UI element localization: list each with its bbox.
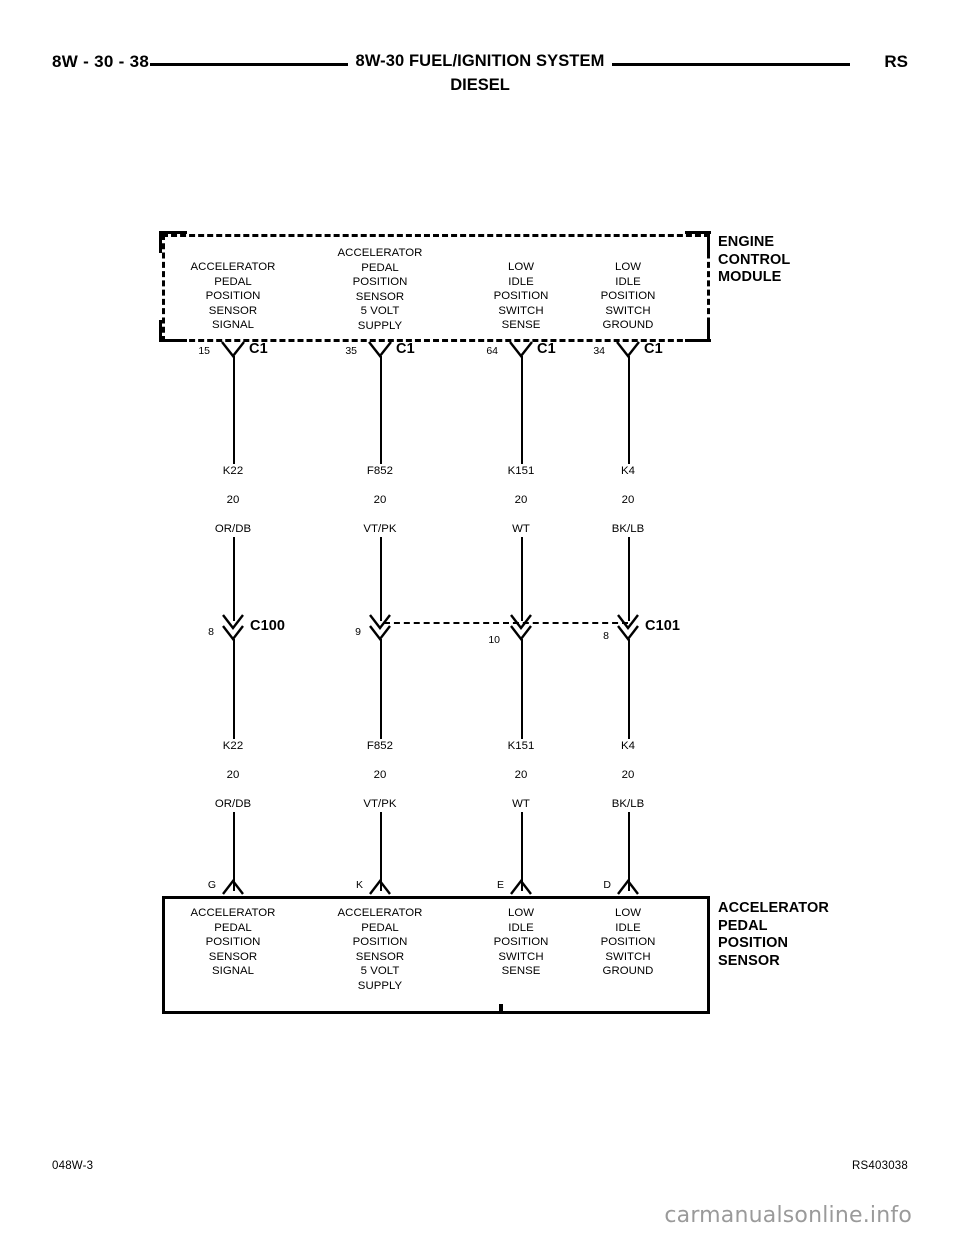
inline-connector-name-1: C100 bbox=[250, 618, 286, 634]
wire-id-upper-4: K4 20 BK/LB bbox=[578, 464, 678, 537]
model-code: RS bbox=[884, 52, 908, 71]
ecm-pin-number-3: 64 bbox=[486, 345, 498, 357]
ecm-pin-number-1: 15 bbox=[198, 345, 210, 357]
wire-id-lower-4-color: BK/LB bbox=[611, 798, 645, 811]
header-rule-right bbox=[612, 63, 850, 66]
drawing-number: 048W-3 bbox=[52, 1160, 94, 1172]
figure-number: RS403038 bbox=[852, 1160, 908, 1172]
ecm-corner-tl-h bbox=[161, 231, 187, 234]
ecm-corner-bl-h bbox=[161, 339, 187, 342]
ecm-pin-description-1: ACCELERATOR PEDAL POSITION SENSOR SIGNAL bbox=[190, 261, 276, 332]
ecm-pin-number-4: 34 bbox=[593, 345, 605, 357]
ecm-pin-description-4: LOW IDLE POSITION SWITCH GROUND bbox=[600, 261, 656, 332]
inline-connector-pin-number-4: 8 bbox=[603, 630, 609, 642]
engine-control-module-label: ENGINE CONTROL MODULE bbox=[718, 234, 791, 285]
ecm-connector-name-2: C1 bbox=[396, 341, 415, 357]
sensor-connector-chevron-4 bbox=[617, 879, 639, 895]
sensor-box-bottom-tick bbox=[499, 1004, 503, 1014]
inline-connector-pin-number-1: 8 bbox=[208, 626, 214, 638]
header-rule-left bbox=[150, 63, 348, 66]
page-subtitle: DIESEL bbox=[450, 76, 510, 94]
wire-id-lower-1-gauge: 20 bbox=[226, 769, 240, 782]
accelerator-pedal-position-sensor-box bbox=[162, 896, 710, 1014]
wire-id-upper-3-circuit: K151 bbox=[507, 465, 535, 477]
wire-id-upper-3-color: WT bbox=[512, 523, 530, 536]
inline-connector-chevron-4 bbox=[617, 613, 639, 641]
inline-connector-chevron-3 bbox=[510, 613, 532, 641]
sensor-pin-description-3: LOW IDLE POSITION SWITCH SENSE bbox=[493, 907, 549, 978]
inline-connector-chevron-1 bbox=[222, 613, 244, 641]
ecm-corner-tr-v bbox=[707, 231, 710, 253]
wire-id-lower-4-circuit: K4 bbox=[620, 740, 636, 752]
wire-id-lower-3: K151 20 WT bbox=[471, 739, 571, 812]
sensor-pin-letter-2: K bbox=[355, 879, 363, 891]
wire-id-upper-1-circuit: K22 bbox=[222, 465, 244, 477]
wire-id-lower-1-circuit: K22 bbox=[222, 740, 244, 752]
wire-id-upper-2-color: VT/PK bbox=[363, 523, 397, 536]
ecm-pin-description-2: ACCELERATOR PEDAL POSITION SENSOR 5 VOLT… bbox=[337, 247, 423, 332]
wire-id-lower-1: K22 20 OR/DB bbox=[183, 739, 283, 812]
wire-id-upper-4-circuit: K4 bbox=[620, 465, 636, 477]
sensor-connector-chevron-1 bbox=[222, 879, 244, 895]
wire-id-lower-2: F852 20 VT/PK bbox=[330, 739, 430, 812]
sensor-pin-letter-3: E bbox=[496, 879, 504, 891]
wire-id-lower-3-gauge: 20 bbox=[514, 769, 528, 782]
sensor-pin-letter-4: D bbox=[603, 879, 611, 891]
accelerator-pedal-position-sensor-label: ACCELERATOR PEDAL POSITION SENSOR bbox=[718, 900, 829, 969]
engine-control-module-box bbox=[159, 231, 711, 342]
ecm-corner-br-v bbox=[707, 320, 710, 342]
ecm-pin-number-2: 35 bbox=[345, 345, 357, 357]
connector-link-dashed-left bbox=[384, 622, 628, 624]
ecm-corner-br-h bbox=[685, 339, 711, 342]
wire-id-upper-3-gauge: 20 bbox=[514, 494, 528, 507]
ecm-box-left-edge bbox=[162, 234, 165, 342]
wire-id-lower-3-color: WT bbox=[512, 798, 530, 811]
ecm-box-top-edge bbox=[162, 234, 710, 237]
sensor-connector-chevron-3 bbox=[510, 879, 532, 895]
sensor-pin-letter-1: G bbox=[207, 879, 216, 891]
wire-id-upper-2-gauge: 20 bbox=[373, 494, 387, 507]
ecm-connector-name-3: C1 bbox=[537, 341, 556, 357]
wire-id-upper-4-color: BK/LB bbox=[611, 523, 645, 536]
wire-id-upper-2: F852 20 VT/PK bbox=[330, 464, 430, 537]
sensor-pin-description-4: LOW IDLE POSITION SWITCH GROUND bbox=[600, 907, 656, 978]
wire-id-lower-4: K4 20 BK/LB bbox=[578, 739, 678, 812]
sensor-pin-description-1: ACCELERATOR PEDAL POSITION SENSOR SIGNAL bbox=[190, 907, 276, 978]
inline-connector-pin-number-2: 9 bbox=[355, 626, 361, 638]
wire-id-lower-2-color: VT/PK bbox=[363, 798, 397, 811]
wire-id-lower-2-gauge: 20 bbox=[373, 769, 387, 782]
inline-connector-name-4: C101 bbox=[645, 618, 681, 634]
ecm-box-bottom-edge bbox=[162, 339, 710, 342]
ecm-corner-bl-v bbox=[159, 320, 162, 342]
ecm-connector-name-1: C1 bbox=[249, 341, 268, 357]
ecm-pin-description-3: LOW IDLE POSITION SWITCH SENSE bbox=[493, 261, 549, 332]
page-number: 8W - 30 - 38 bbox=[52, 52, 150, 71]
watermark: carmanualsonline.info bbox=[664, 1203, 912, 1228]
ecm-connector-name-4: C1 bbox=[644, 341, 663, 357]
inline-connector-pin-number-3: 10 bbox=[488, 634, 500, 646]
wire-id-upper-4-gauge: 20 bbox=[621, 494, 635, 507]
sensor-pin-description-2: ACCELERATOR PEDAL POSITION SENSOR 5 VOLT… bbox=[337, 907, 423, 992]
wire-id-upper-1-gauge: 20 bbox=[226, 494, 240, 507]
ecm-corner-tr-h bbox=[685, 231, 711, 234]
ecm-corner-tl-v bbox=[159, 231, 162, 253]
wire-id-upper-3: K151 20 WT bbox=[471, 464, 571, 537]
wire-id-lower-3-circuit: K151 bbox=[507, 740, 535, 752]
wire-id-upper-1: K22 20 OR/DB bbox=[183, 464, 283, 537]
sensor-connector-chevron-2 bbox=[369, 879, 391, 895]
wire-id-lower-2-circuit: F852 bbox=[366, 740, 394, 752]
wire-id-upper-2-circuit: F852 bbox=[366, 465, 394, 477]
inline-connector-chevron-2 bbox=[369, 613, 391, 641]
wire-id-upper-1-color: OR/DB bbox=[214, 523, 252, 536]
ecm-box-right-edge bbox=[707, 234, 710, 342]
wire-id-lower-1-color: OR/DB bbox=[214, 798, 252, 811]
wire-id-lower-4-gauge: 20 bbox=[621, 769, 635, 782]
page-title: 8W-30 FUEL/IGNITION SYSTEM bbox=[355, 52, 605, 70]
